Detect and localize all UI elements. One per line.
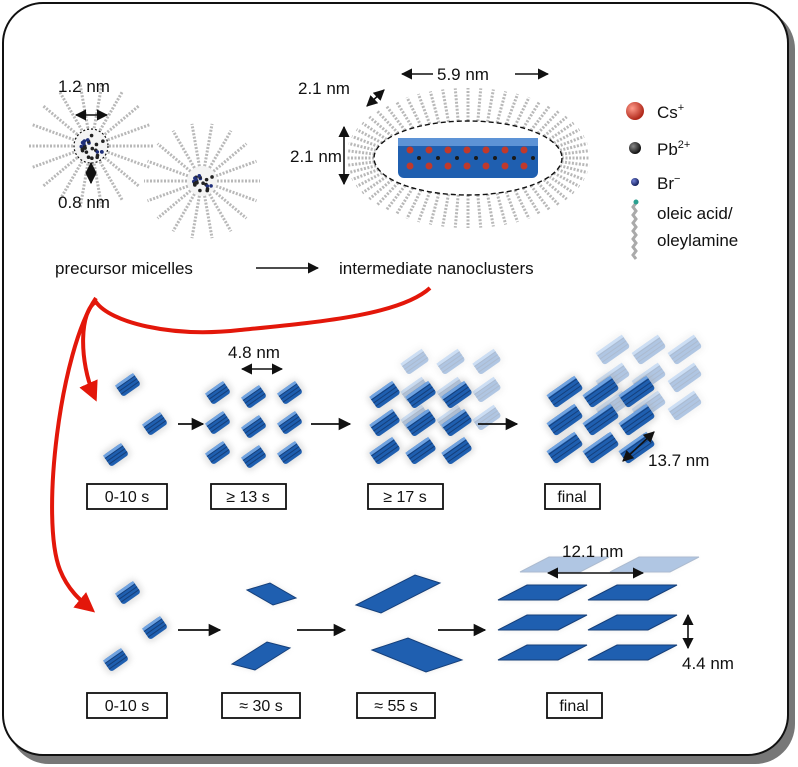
legend-br: Br− xyxy=(657,173,680,193)
legend-cs: Cs+ xyxy=(657,102,684,122)
row1-time-label-0: 0-10 s xyxy=(105,489,149,506)
row1-time-2: ≥ 17 s xyxy=(367,483,444,510)
ligand-icon xyxy=(631,202,638,260)
row2-width-dimension: 12.1 nm xyxy=(562,542,623,561)
pb-icon xyxy=(629,142,641,154)
nanocluster xyxy=(346,88,590,228)
cluster-height-dimension: 2.1 nm xyxy=(290,147,342,166)
row2-time-label-2: ≈ 55 s xyxy=(374,698,417,715)
micelle-core-dimension: 1.2 nm xyxy=(58,77,110,96)
row2-time-label-1: ≈ 30 s xyxy=(239,698,282,715)
row2-time-label-0: 0-10 s xyxy=(105,698,149,715)
legend-ligand-line1: oleic acid/ xyxy=(657,204,733,223)
cluster-length-bg xyxy=(433,63,515,83)
row2-time-1: ≈ 30 s xyxy=(221,692,301,719)
cs-icon xyxy=(626,102,644,120)
row1-time-label-2: ≥ 17 s xyxy=(383,489,426,506)
row2-time-2: ≈ 55 s xyxy=(356,692,436,719)
intermediate-nanoclusters-label: intermediate nanoclusters xyxy=(339,259,534,278)
row1-crystals xyxy=(101,332,705,471)
ligand-head-icon xyxy=(633,199,639,205)
row2-time-0: 0-10 s xyxy=(86,692,168,719)
row1-time-1: ≥ 13 s xyxy=(210,483,287,510)
row1-superlattice-arrow xyxy=(622,431,655,462)
legend-ligand-line2: oleylamine xyxy=(657,231,738,250)
row2-stack-dimension: 4.4 nm xyxy=(682,654,734,673)
row2-time-3: final xyxy=(546,692,603,719)
cluster-depth-arrow xyxy=(366,89,385,107)
micelle-shell-dimension: 0.8 nm xyxy=(58,193,110,212)
legend: Cs+ Pb2+ Br− oleic acid/ oleylamine xyxy=(626,102,738,260)
row2-crystals xyxy=(101,556,700,674)
row1-time-label-1: ≥ 13 s xyxy=(226,489,269,506)
row1-superlattice-dimension: 13.7 nm xyxy=(648,451,709,470)
pathway-arrow-row1 xyxy=(79,286,432,402)
legend-pb: Pb2+ xyxy=(657,139,690,159)
row1-time-0: 0-10 s xyxy=(86,483,168,510)
row1-time-label-3: final xyxy=(557,489,586,506)
cluster-length-dimension: 5.9 nm xyxy=(437,65,489,84)
br-icon xyxy=(631,178,639,186)
row1-spacing-dimension: 4.8 nm xyxy=(228,343,280,362)
cluster-depth-dimension: 2.1 nm xyxy=(298,79,350,98)
precursor-micelles-label: precursor micelles xyxy=(55,259,193,278)
micelle-2 xyxy=(144,123,260,239)
pathway-arrow-row2 xyxy=(50,296,98,613)
micelle-1 xyxy=(29,84,153,208)
row1-time-3: final xyxy=(544,483,601,510)
row2-time-label-3: final xyxy=(559,698,588,715)
